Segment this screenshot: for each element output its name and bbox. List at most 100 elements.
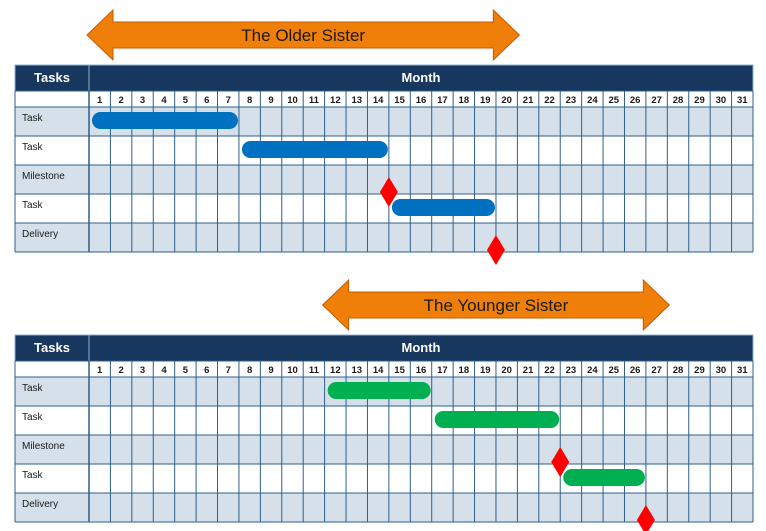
day-number: 18 (459, 95, 470, 106)
milestone-diamond (486, 235, 505, 265)
day-number: 29 (694, 95, 705, 106)
day-number: 15 (394, 365, 405, 376)
task-row (15, 406, 753, 435)
day-row (15, 361, 753, 377)
day-number: 12 (330, 95, 341, 106)
day-number: 21 (523, 365, 534, 376)
day-number: 27 (651, 95, 662, 106)
task-row-label: Task (22, 470, 44, 481)
task-row (15, 493, 753, 522)
header-month-label: Month (402, 70, 441, 85)
day-number: 16 (416, 365, 427, 376)
task-row-label: Task (22, 113, 44, 124)
task-bar (563, 469, 645, 486)
day-number: 8 (247, 365, 252, 376)
day-number: 10 (287, 95, 298, 106)
task-bar (241, 141, 388, 158)
day-number: 24 (587, 365, 598, 376)
day-number: 9 (268, 365, 273, 376)
header-tasks-label: Tasks (34, 340, 70, 355)
day-row (15, 91, 753, 107)
task-bar (327, 382, 431, 399)
day-number: 23 (566, 365, 577, 376)
task-row-label: Task (22, 142, 44, 153)
day-number: 28 (673, 95, 684, 106)
day-number: 4 (161, 95, 167, 106)
day-number: 22 (544, 95, 555, 106)
header-month-label: Month (402, 340, 441, 355)
day-number: 6 (204, 95, 209, 106)
task-row-label: Delivery (22, 229, 58, 240)
task-row-label: Milestone (22, 441, 65, 452)
day-number: 25 (608, 365, 619, 376)
day-number: 17 (437, 95, 448, 106)
day-number: 9 (268, 95, 273, 106)
day-number: 18 (459, 365, 470, 376)
task-row-label: Milestone (22, 171, 65, 182)
day-number: 26 (630, 95, 641, 106)
day-number: 30 (716, 95, 727, 106)
day-number: 5 (183, 365, 189, 376)
day-number: 17 (437, 365, 448, 376)
day-number: 2 (118, 365, 123, 376)
task-row-label: Task (22, 200, 44, 211)
task-bar (391, 199, 495, 216)
day-number: 11 (309, 365, 320, 376)
day-number: 1 (97, 365, 103, 376)
task-row-label: Delivery (22, 499, 58, 510)
day-number: 26 (630, 365, 641, 376)
header-bar (14, 334, 754, 362)
header-tasks-label: Tasks (34, 70, 70, 85)
task-row-label: Task (22, 412, 44, 423)
day-number: 14 (373, 365, 384, 376)
day-number: 11 (309, 95, 320, 106)
day-number: 6 (204, 365, 209, 376)
task-bar (92, 112, 238, 129)
header-bar (14, 64, 754, 92)
day-number: 23 (566, 95, 577, 106)
day-number: 25 (608, 95, 619, 106)
banner-label: The Younger Sister (424, 296, 569, 315)
day-number: 27 (651, 365, 662, 376)
day-number: 1 (97, 95, 103, 106)
day-number: 30 (716, 365, 727, 376)
day-number: 20 (501, 365, 512, 376)
day-number: 2 (118, 95, 123, 106)
banner-label: The Older Sister (241, 26, 365, 45)
day-number: 3 (140, 365, 145, 376)
day-number: 19 (480, 95, 491, 106)
day-number: 21 (523, 95, 534, 106)
day-number: 7 (226, 365, 231, 376)
day-number: 24 (587, 95, 598, 106)
banner-arrow (86, 8, 521, 62)
day-number: 4 (161, 365, 167, 376)
day-number: 19 (480, 365, 491, 376)
day-number: 13 (351, 95, 362, 106)
day-number: 8 (247, 95, 252, 106)
milestone-diamond (636, 505, 655, 531)
day-number: 20 (501, 95, 512, 106)
day-number: 31 (737, 365, 748, 376)
milestone-diamond (379, 177, 398, 207)
day-number: 15 (394, 95, 405, 106)
day-number: 22 (544, 365, 555, 376)
task-row (15, 435, 753, 464)
day-number: 12 (330, 365, 341, 376)
day-number: 10 (287, 365, 298, 376)
day-number: 14 (373, 95, 384, 106)
milestone-diamond (551, 447, 570, 477)
task-row (15, 223, 753, 252)
task-row-label: Task (22, 383, 44, 394)
day-number: 31 (737, 95, 748, 106)
banner-arrow (321, 278, 671, 332)
day-number: 3 (140, 95, 145, 106)
day-number: 29 (694, 365, 705, 376)
day-number: 5 (183, 95, 189, 106)
day-number: 28 (673, 365, 684, 376)
day-number: 7 (226, 95, 231, 106)
day-number: 13 (351, 365, 362, 376)
task-bar (434, 411, 560, 428)
day-number: 16 (416, 95, 427, 106)
